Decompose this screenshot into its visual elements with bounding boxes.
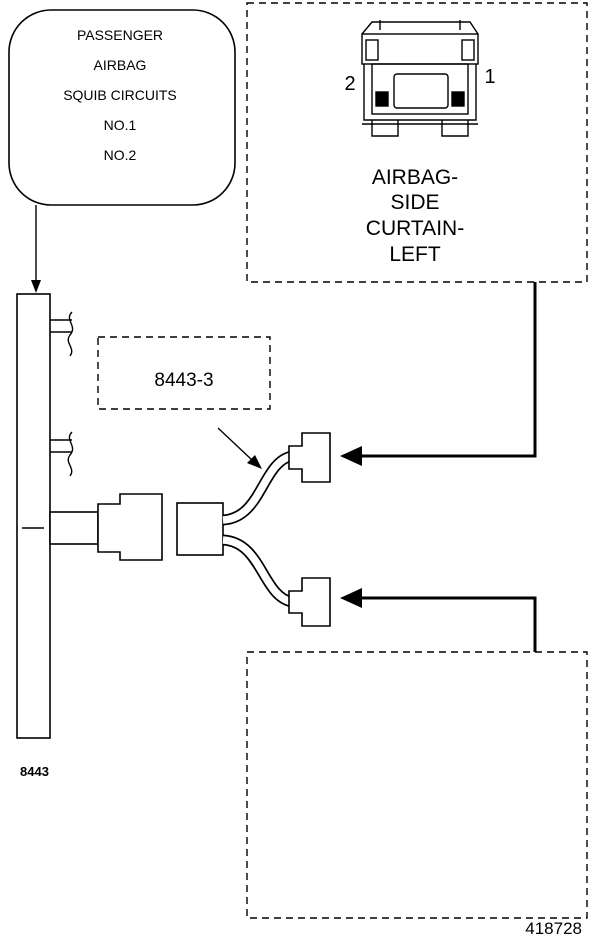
adapter-lower-plug [288, 577, 331, 627]
tool-output-connector [49, 493, 163, 561]
airbag-label-line-1: AIRBAG- [372, 166, 458, 189]
callout-leader-arrow [31, 205, 41, 293]
airbag-label-line-2: SIDE [390, 191, 439, 214]
upper-connection-arrow [340, 282, 537, 466]
adapter-8443-3 [176, 432, 331, 627]
passenger-airbag-callout: PASSENGER AIRBAG SQUIB CIRCUITS NO.1 NO.… [8, 9, 236, 206]
airbag-connector-icon [361, 20, 479, 137]
figure-number: 418728 [525, 919, 582, 938]
tool-label: 8443 [20, 764, 49, 779]
callout-line-1: PASSENGER [77, 27, 163, 43]
adapter-label: 8443-3 [154, 370, 213, 391]
wire-stub-lower [50, 431, 74, 477]
callout-line-2: AIRBAG [94, 57, 147, 73]
callout-line-4: NO.1 [104, 117, 137, 133]
tool-8443-bar [16, 293, 51, 739]
lower-connection-arrow [340, 588, 537, 652]
airbag-label-line-3: CURTAIN- [366, 217, 464, 240]
lower-component-box [246, 651, 588, 919]
adapter-label-box: 8443-3 [97, 336, 271, 410]
airbag-label-line-4: LEFT [389, 243, 441, 266]
pin-label-2: 2 [344, 73, 355, 95]
wire-stub-upper [50, 311, 74, 357]
pin-label-1: 1 [484, 66, 495, 88]
callout-line-3: SQUIB CIRCUITS [63, 87, 177, 103]
airbag-module-box: 2 1 AIRBAG- SIDE CURTAIN- LEFT [246, 2, 588, 283]
adapter-upper-plug [288, 432, 331, 483]
callout-line-5: NO.2 [104, 147, 137, 163]
adapter-inline-connector [176, 502, 224, 556]
adapter-pointer-arrow [217, 427, 262, 469]
